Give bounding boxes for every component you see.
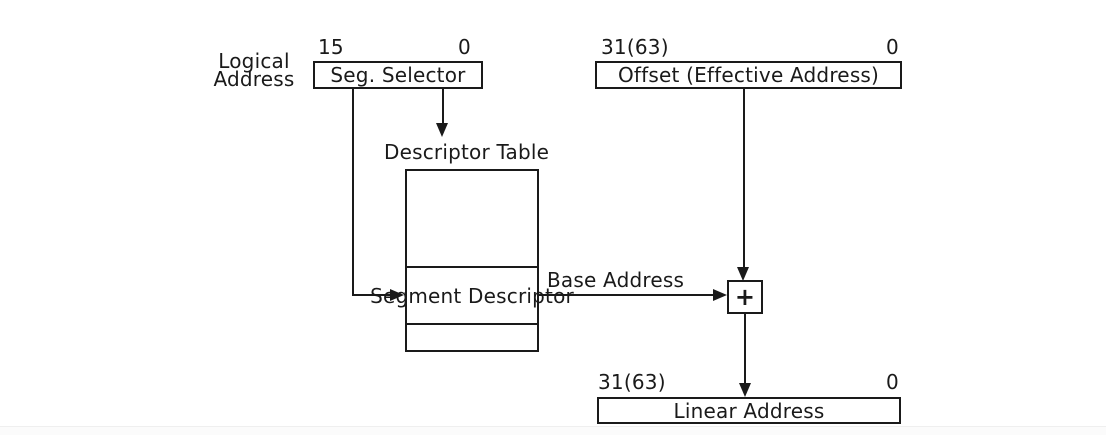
- linear-address-box-label: Linear Address: [673, 398, 825, 423]
- linear-address-box: Linear Address: [597, 397, 901, 424]
- seg-selector-bit-high-label: 15: [318, 35, 344, 59]
- offset-box: Offset (Effective Address): [595, 61, 902, 89]
- seg-selector-box-label: Seg. Selector: [330, 63, 466, 87]
- base-address-label: Base Address: [547, 268, 685, 292]
- segment-descriptor-cell: Segment Descriptor: [370, 268, 574, 325]
- arrowhead-into-linear-address-icon: [739, 383, 751, 397]
- offset-bit-low-label: 0: [886, 35, 899, 59]
- arrowhead-base-address-into-adder-icon: [713, 289, 727, 301]
- page-bottom-divider: [0, 426, 1106, 435]
- descriptor-table-title: Descriptor Table: [384, 140, 550, 164]
- descriptor-table-empty-row-bottom: [407, 325, 537, 350]
- line-base-address-to-adder: [539, 294, 715, 296]
- linear-address-bit-high-label: 31(63): [598, 370, 666, 394]
- line-selector-to-segment-descriptor-horizontal: [352, 294, 392, 296]
- line-selector-to-segment-descriptor-vertical: [352, 89, 354, 296]
- offset-bit-high-label: 31(63): [601, 35, 669, 59]
- linear-address-bit-low-label: 0: [886, 370, 899, 394]
- seg-selector-box: Seg. Selector: [313, 61, 483, 89]
- arrowhead-offset-into-adder-icon: [737, 267, 749, 281]
- offset-box-label: Offset (Effective Address): [617, 63, 880, 87]
- descriptor-table-box: Segment Descriptor: [370, 169, 574, 352]
- arrowhead-into-segment-descriptor-icon: [390, 289, 404, 301]
- line-selector-to-descriptor-table: [442, 89, 444, 124]
- line-adder-to-linear-address: [744, 314, 746, 384]
- descriptor-table-empty-row-top: [407, 171, 537, 268]
- logical-address-label: Logical Address: [213, 49, 295, 91]
- line-offset-to-adder: [743, 89, 745, 268]
- adder-box: +: [727, 280, 763, 314]
- seg-selector-bit-low-label: 0: [458, 35, 471, 59]
- arrowhead-into-descriptor-table-icon: [436, 123, 448, 137]
- plus-icon: +: [734, 283, 756, 311]
